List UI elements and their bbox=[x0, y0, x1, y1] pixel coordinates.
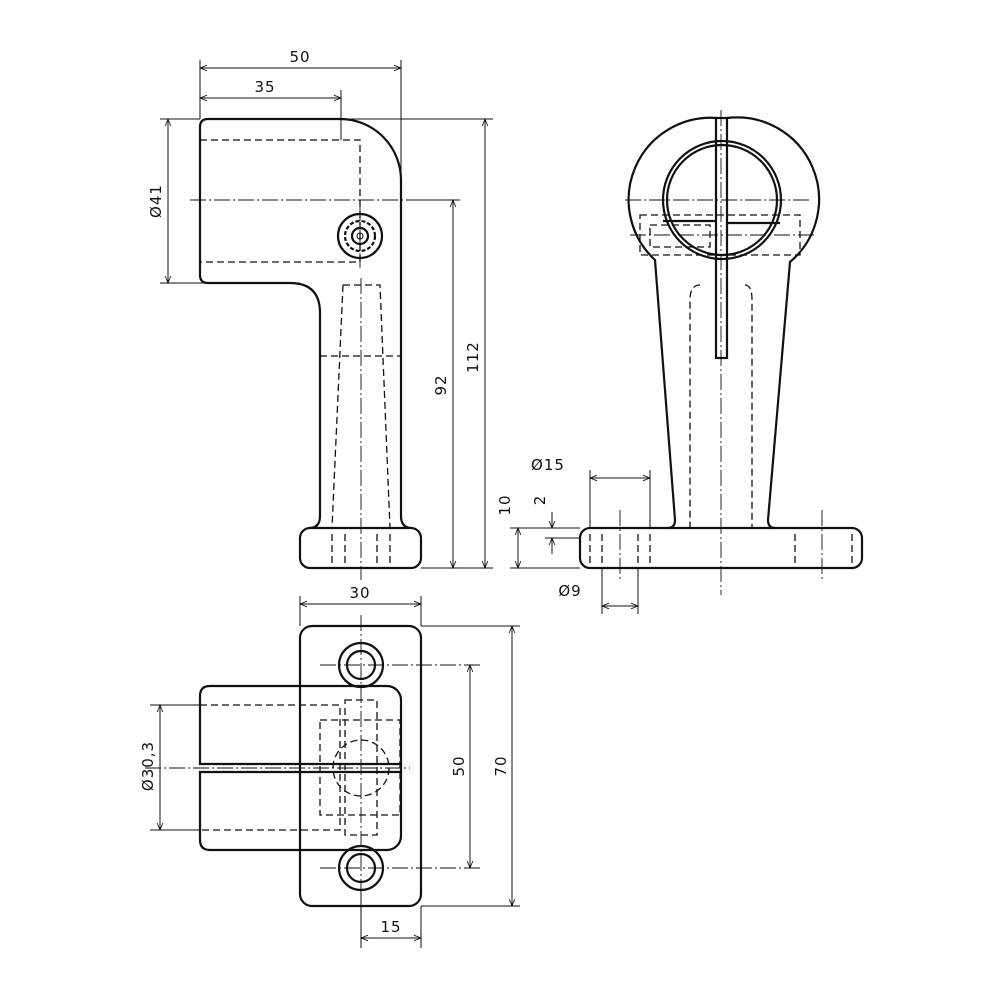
top-view: 30 15 50 70 Ø30,3 bbox=[139, 584, 520, 948]
front-view: 50 35 Ø41 92 112 bbox=[147, 48, 493, 580]
dim-base-width: 30 bbox=[349, 584, 370, 602]
dim-base-length: 70 bbox=[492, 755, 510, 776]
dim-hole: Ø9 bbox=[558, 582, 581, 600]
dim-total-height: 112 bbox=[464, 341, 482, 373]
dim-hole-spacing: 50 bbox=[450, 755, 468, 776]
dim-width-tube: 35 bbox=[254, 78, 275, 96]
dim-hole-offset: 15 bbox=[380, 918, 401, 936]
dim-axis-height: 92 bbox=[432, 374, 450, 395]
dim-counterbore-depth: 2 bbox=[531, 495, 549, 506]
dim-base-thickness: 10 bbox=[496, 494, 514, 515]
side-view: Ø15 Ø9 10 2 bbox=[496, 110, 864, 614]
dim-width-total: 50 bbox=[289, 48, 310, 66]
dim-counterbore: Ø15 bbox=[531, 456, 565, 474]
dim-tube-diameter: Ø41 bbox=[147, 184, 165, 218]
dim-bore: Ø30,3 bbox=[139, 741, 157, 791]
